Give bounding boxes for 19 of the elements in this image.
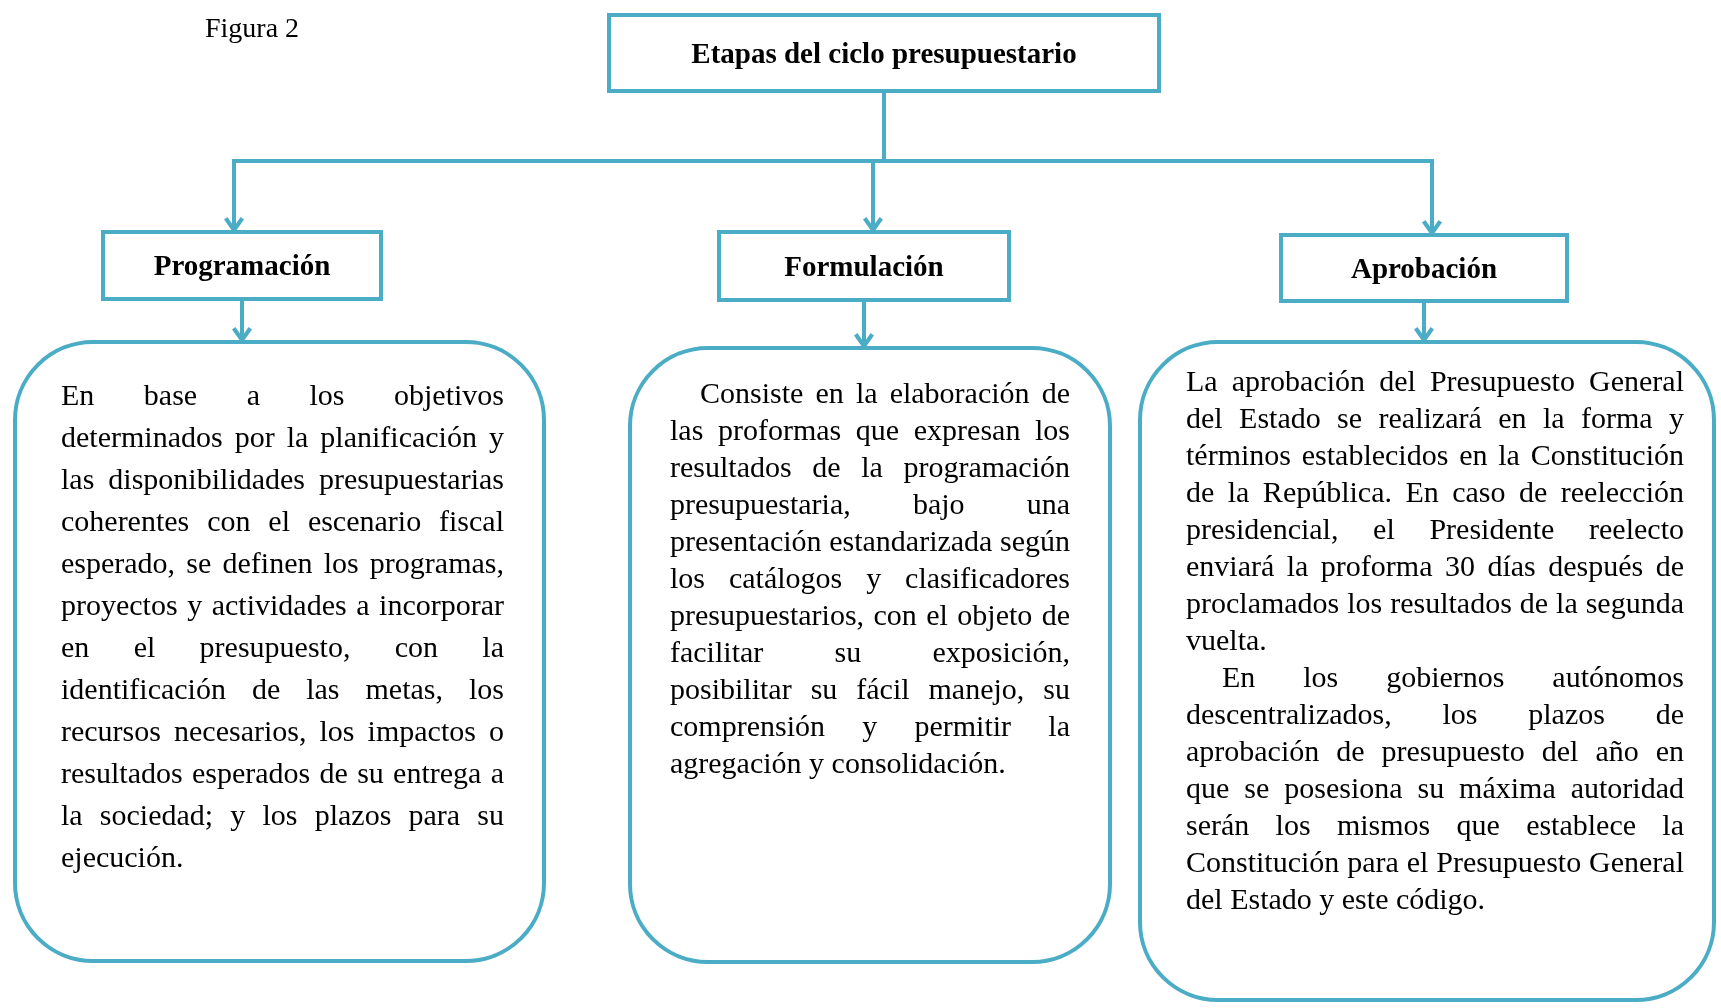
description-box xyxy=(1138,340,1716,1002)
description-text: En base a los objetivos determinados por la planificación y las disponibilidades presupuestarias coherentes con el escenario fiscal esperado, se definen los programas, proyectos y actividades a incorporar en el presupuesto, con la identificación de las metas, los recursos necesarios, los impactos o resultados esperados de su entrega a la sociedad; y los plazos para su ejecución. xyxy=(61,377,504,875)
arrow xyxy=(1413,303,1435,343)
heading-text: Programación xyxy=(153,249,331,282)
description-text: En los gobiernos autónomos descentralizados, los plazos de aprobación de presupuesto del año en que se posesiona su máxima autoridad serán los mismos que establece la Constitución para el Presupuesto General del Estado y este código. xyxy=(1186,659,1684,917)
arrow xyxy=(853,302,875,349)
description-text: Consiste en la elaboración de las proformas que expresan los resultados de la programación presupuestaria, bajo una presentación estandarizada según los catálogos y clasificadores presupuestarios, con el objeto de facilitar su exposición, posibilitar su fácil manejo, su comprensión y permitir la agregación y consolidación. xyxy=(670,375,1070,781)
heading-text: Etapas del ciclo presupuestario xyxy=(691,36,1077,70)
heading-text: Formulación xyxy=(784,249,944,283)
stage-box xyxy=(1279,233,1569,303)
heading-text: Aprobación xyxy=(1350,251,1498,285)
arrow xyxy=(231,301,253,343)
stage-box xyxy=(717,230,1011,302)
figure-label: Figura 2 xyxy=(205,12,300,44)
stage-box xyxy=(607,13,1161,93)
stage-box xyxy=(101,230,383,301)
description-box xyxy=(13,340,546,963)
description-box xyxy=(628,346,1112,964)
description-text: La aprobación del Presupuesto General del Estado se realizará en la forma y términos establecidos en la Constitución de la República. En caso de reelección presidencial, el Presidente reelecto enviará la proforma 30 días después de proclamados los resultados de la segunda vuelta. xyxy=(1186,363,1684,658)
